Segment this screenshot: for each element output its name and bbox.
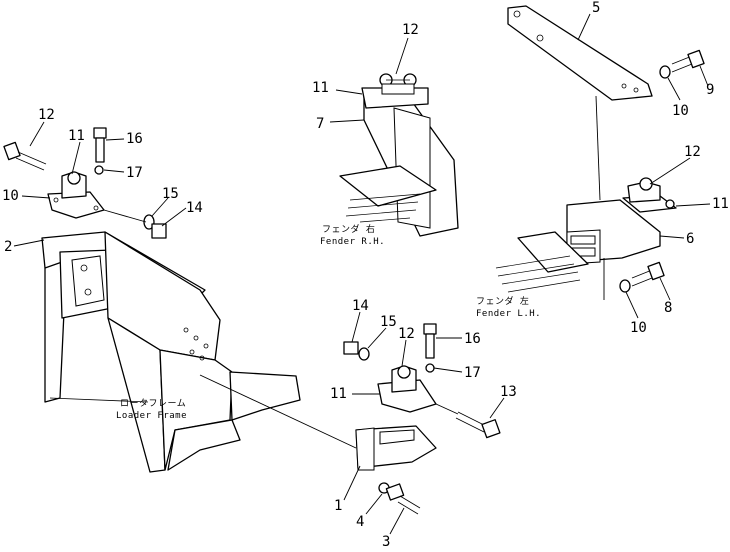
callout-2: 2: [4, 239, 12, 255]
bolt-16-center: [423, 323, 437, 359]
callout-15: 15: [162, 186, 179, 202]
nut-14-left: [151, 223, 167, 239]
callout-7: 7: [316, 116, 324, 132]
washer-10-top: [659, 65, 671, 79]
mount-lower-center: [377, 365, 437, 413]
mount-upper-right: [622, 177, 677, 213]
mounting-bracket-1: [355, 425, 437, 471]
mount-left: [47, 171, 105, 219]
bolt-3: [385, 483, 421, 515]
callout-13: 13: [500, 384, 517, 400]
callout-10: 10: [630, 320, 647, 336]
callout-4: 4: [356, 514, 364, 530]
fender-rh-sheet: [339, 165, 437, 223]
callout-16: 16: [464, 331, 481, 347]
fender-rh-label-jp: フェンダ 右: [322, 223, 375, 235]
callout-17: 17: [126, 165, 143, 181]
fender-bracket-7: [361, 73, 459, 237]
loader-frame-label-jp: ロータフレーム: [120, 398, 186, 409]
callout-9: 9: [706, 82, 714, 98]
washer-10-bottom: [619, 279, 631, 293]
callout-6: 6: [686, 231, 694, 247]
bolt-13-left: [3, 141, 47, 171]
bolt-16-left: [93, 127, 107, 163]
washer-17-center: [425, 363, 435, 373]
callout-14: 14: [352, 298, 369, 314]
fender-lh-label-jp: フェンダ 左: [476, 295, 529, 307]
loader-frame-label-en: Loader Frame: [116, 411, 187, 421]
callout-3: 3: [382, 534, 390, 547]
callout-12: 12: [402, 22, 419, 38]
fender-lh-label-en: Fender L.H.: [476, 309, 541, 319]
callout-15: 15: [380, 314, 397, 330]
nut-14-center: [343, 341, 359, 355]
callout-10: 10: [672, 103, 689, 119]
callout-11: 11: [312, 80, 329, 96]
bolt-8: [631, 261, 665, 287]
callout-8: 8: [664, 300, 672, 316]
callout-11: 10: [2, 188, 19, 204]
callout-12: 12: [684, 144, 701, 160]
callout-5: 5: [592, 0, 600, 16]
bracket-5: [507, 5, 653, 201]
bolt-13-center: [455, 411, 501, 439]
callout-14: 14: [186, 200, 203, 216]
fender-rh-label-en: Fender R.H.: [320, 237, 385, 247]
callout-11: 11: [712, 196, 729, 212]
callout-16: 16: [126, 131, 143, 147]
bolt-9: [671, 49, 705, 73]
washer-17-left: [94, 165, 104, 175]
fender-bracket-6: [566, 199, 661, 300]
callout-13: 12: [38, 107, 55, 123]
callout-11: 11: [330, 386, 347, 402]
callout-1: 1: [334, 498, 342, 514]
fender-lh-sheet: [495, 231, 589, 293]
washer-15-center: [358, 347, 370, 361]
callout-12: 12: [398, 326, 415, 342]
callout-12: 11: [68, 128, 85, 144]
callout-17: 17: [464, 365, 481, 381]
loader-frame: [41, 231, 301, 473]
